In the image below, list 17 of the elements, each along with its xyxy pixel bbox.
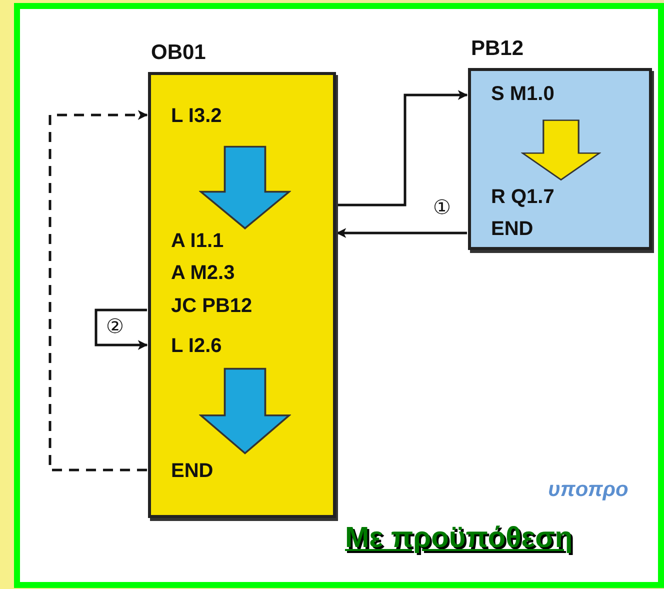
cut-off-text: υποπρο — [548, 478, 628, 502]
instruction-text: S M1.0 — [491, 83, 554, 106]
instruction-text: A M2.3 — [171, 262, 235, 285]
instruction-text: R Q1.7 — [491, 186, 554, 209]
instruction-text: END — [491, 218, 534, 241]
arrow — [336, 228, 467, 238]
instruction-text: JC PB12 — [171, 295, 252, 318]
block-title: OB01 — [151, 41, 206, 65]
instruction-text: END — [171, 460, 214, 483]
arrow — [336, 90, 468, 206]
arrow — [48, 110, 148, 472]
instruction-text: L I3.2 — [171, 105, 222, 128]
arrow — [94, 308, 148, 350]
instruction-text: A I1.1 — [171, 230, 224, 253]
block-title: PB12 — [471, 37, 524, 61]
caption: Με προϋπόθεση — [345, 522, 573, 555]
instruction-text: L I2.6 — [171, 335, 222, 358]
